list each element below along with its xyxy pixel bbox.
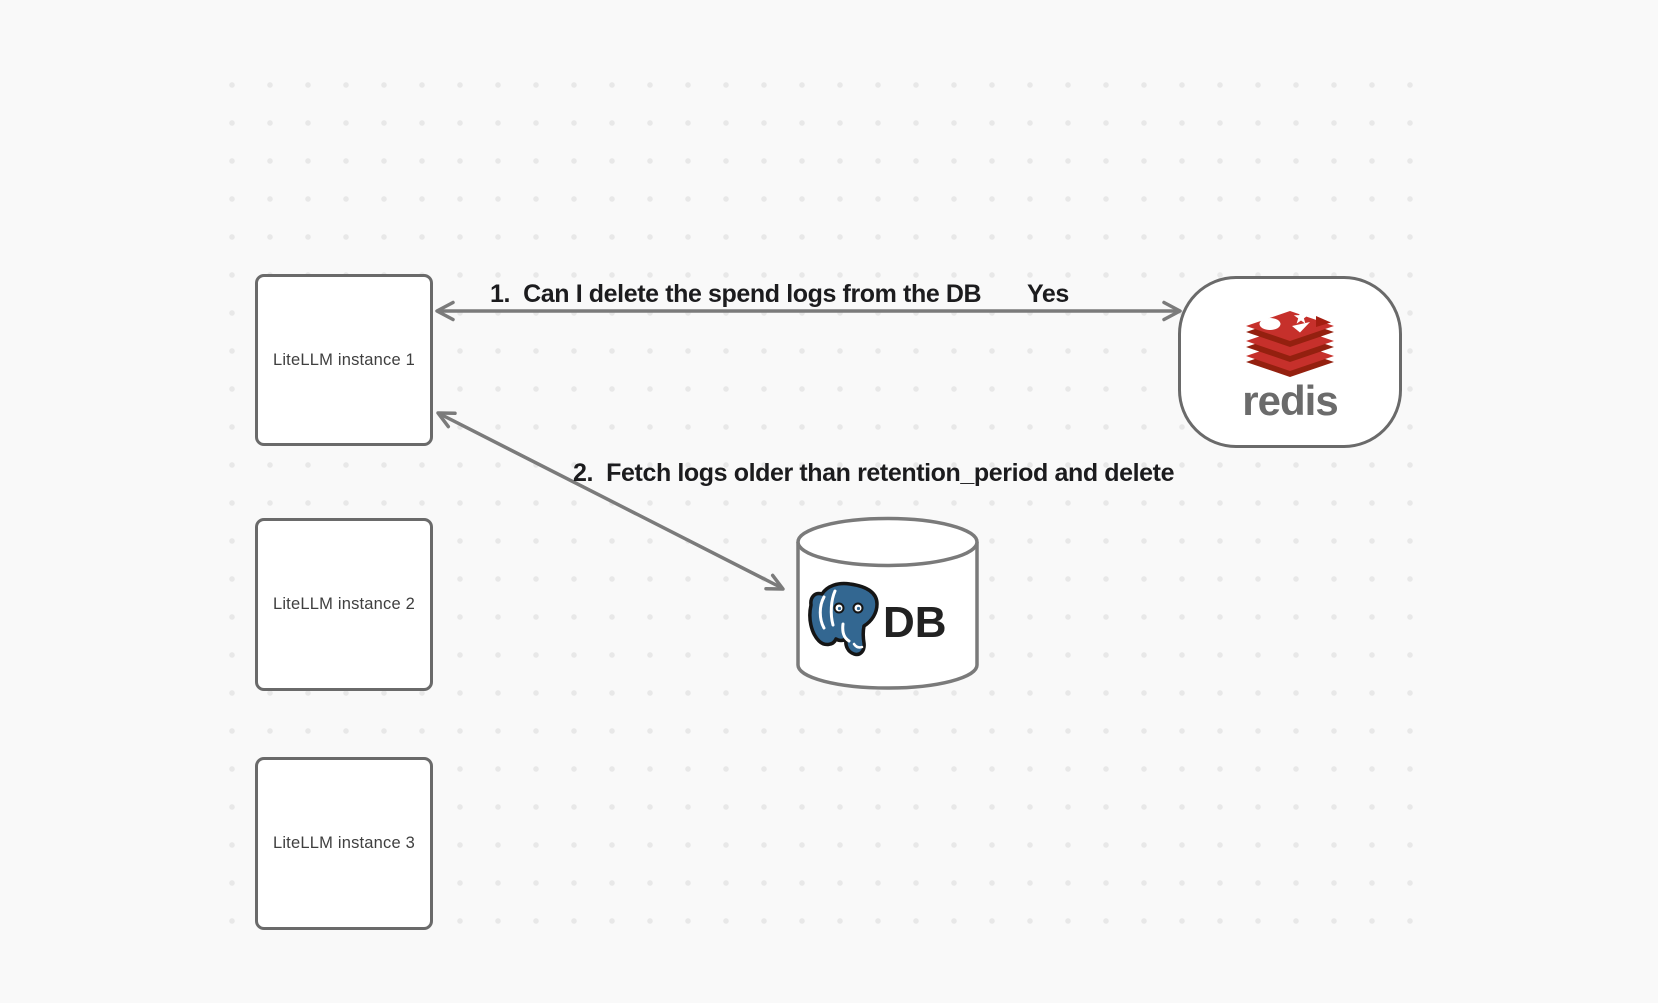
redis-wordmark: redis	[1242, 377, 1338, 424]
db-label: DB	[883, 598, 947, 647]
postgresql-logo-icon	[808, 581, 879, 657]
litellm-instance-2-node[interactable]: LiteLLM instance 2	[255, 518, 433, 691]
database-node[interactable]	[795, 514, 980, 693]
redis-node[interactable]: redis	[1178, 276, 1402, 448]
step2-annotation: 2. Fetch logs older than retention_perio…	[573, 459, 1175, 487]
litellm-instance-3-label: LiteLLM instance 3	[272, 834, 416, 852]
litellm-instance-3-node[interactable]: LiteLLM instance 3	[255, 757, 433, 930]
litellm-instance-1-label: LiteLLM instance 1	[272, 350, 416, 369]
redis-logo-icon	[1246, 310, 1334, 377]
step1-reply-annotation: Yes	[1027, 280, 1069, 308]
step1-annotation: 1. Can I delete the spend logs from the …	[490, 280, 982, 308]
litellm-instance-1-node[interactable]: LiteLLM instance 1	[255, 274, 433, 446]
litellm-instance-2-label: LiteLLM instance 2	[272, 595, 416, 613]
